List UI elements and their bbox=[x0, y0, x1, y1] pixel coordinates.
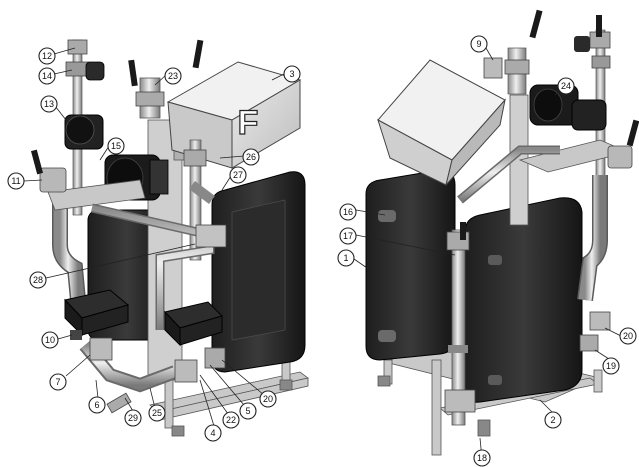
left-pump bbox=[64, 114, 104, 150]
callout-28: 28 bbox=[29, 271, 47, 289]
callout-14: 14 bbox=[38, 67, 56, 85]
right-front-tank bbox=[464, 197, 583, 403]
callout-6: 6 bbox=[88, 396, 106, 414]
callout-2: 2 bbox=[544, 411, 562, 429]
callout-26-label: 26 bbox=[246, 152, 256, 162]
callout-29-label: 29 bbox=[128, 413, 138, 423]
right-assembly bbox=[365, 9, 639, 456]
callout-22: 22 bbox=[222, 411, 240, 429]
callout-7: 7 bbox=[49, 373, 67, 391]
callout-13-label: 13 bbox=[44, 99, 54, 109]
callout-17: 17 bbox=[339, 227, 357, 245]
callout-1-label: 1 bbox=[343, 253, 348, 263]
callout-28-label: 28 bbox=[33, 275, 43, 285]
right-front-riser bbox=[451, 229, 466, 426]
callout-29: 29 bbox=[124, 409, 142, 427]
callout-20-left-label: 20 bbox=[263, 394, 273, 404]
callout-10-label: 10 bbox=[45, 335, 55, 345]
callout-13: 13 bbox=[40, 95, 58, 113]
callout-20-left: 20 bbox=[259, 390, 277, 408]
callout-11: 11 bbox=[7, 172, 25, 190]
callout-4: 4 bbox=[204, 424, 222, 442]
callout-20-right-label: 20 bbox=[623, 331, 633, 341]
left-valve bbox=[30, 149, 67, 193]
callout-15-label: 15 bbox=[111, 141, 121, 151]
callout-3-label: 3 bbox=[289, 69, 294, 79]
callout-7-label: 7 bbox=[55, 377, 60, 387]
callout-5: 5 bbox=[239, 402, 257, 420]
callout-12: 12 bbox=[38, 47, 56, 65]
callout-23-label: 23 bbox=[168, 71, 178, 81]
callout-20-right: 20 bbox=[619, 327, 637, 345]
callout-2-label: 2 bbox=[550, 415, 555, 425]
callout-17-label: 17 bbox=[343, 231, 353, 241]
callout-9-label: 9 bbox=[476, 39, 481, 49]
left-manifold-plate bbox=[47, 179, 146, 211]
callout-16-label: 16 bbox=[343, 207, 353, 217]
callout-25: 25 bbox=[148, 404, 166, 422]
callout-14-label: 14 bbox=[42, 71, 52, 81]
left-front-tank bbox=[211, 171, 306, 373]
callout-24-label: 24 bbox=[561, 81, 571, 91]
callout-23: 23 bbox=[164, 67, 182, 85]
right-pump bbox=[529, 84, 579, 126]
control-box-letter: F bbox=[238, 104, 259, 142]
left-assembly: F bbox=[30, 39, 309, 437]
callout-15: 15 bbox=[107, 137, 125, 155]
callout-6-label: 6 bbox=[94, 400, 99, 410]
callout-9: 9 bbox=[470, 35, 488, 53]
left-burner-1 bbox=[64, 289, 130, 337]
callout-27-label: 27 bbox=[233, 170, 243, 180]
callout-27: 27 bbox=[229, 166, 247, 184]
callout-12-label: 12 bbox=[42, 51, 52, 61]
callout-4-label: 4 bbox=[210, 428, 215, 438]
callout-3: 3 bbox=[283, 65, 301, 83]
left-burner-2 bbox=[164, 301, 223, 347]
callout-25-label: 25 bbox=[152, 408, 162, 418]
callout-1: 1 bbox=[337, 249, 355, 267]
callout-24: 24 bbox=[557, 77, 575, 95]
callout-11-label: 11 bbox=[11, 176, 20, 186]
callout-22-label: 22 bbox=[226, 415, 236, 425]
control-box-right bbox=[377, 59, 506, 186]
callout-26: 26 bbox=[242, 148, 260, 166]
callout-5-label: 5 bbox=[245, 406, 250, 416]
callout-18-label: 18 bbox=[477, 453, 487, 463]
callout-16: 16 bbox=[339, 203, 357, 221]
right-small-pump bbox=[571, 99, 607, 131]
control-box-left: F bbox=[166, 61, 302, 169]
callout-10: 10 bbox=[41, 331, 59, 349]
callout-19-label: 19 bbox=[606, 361, 616, 371]
callout-18: 18 bbox=[473, 449, 491, 467]
callout-19: 19 bbox=[602, 357, 620, 375]
